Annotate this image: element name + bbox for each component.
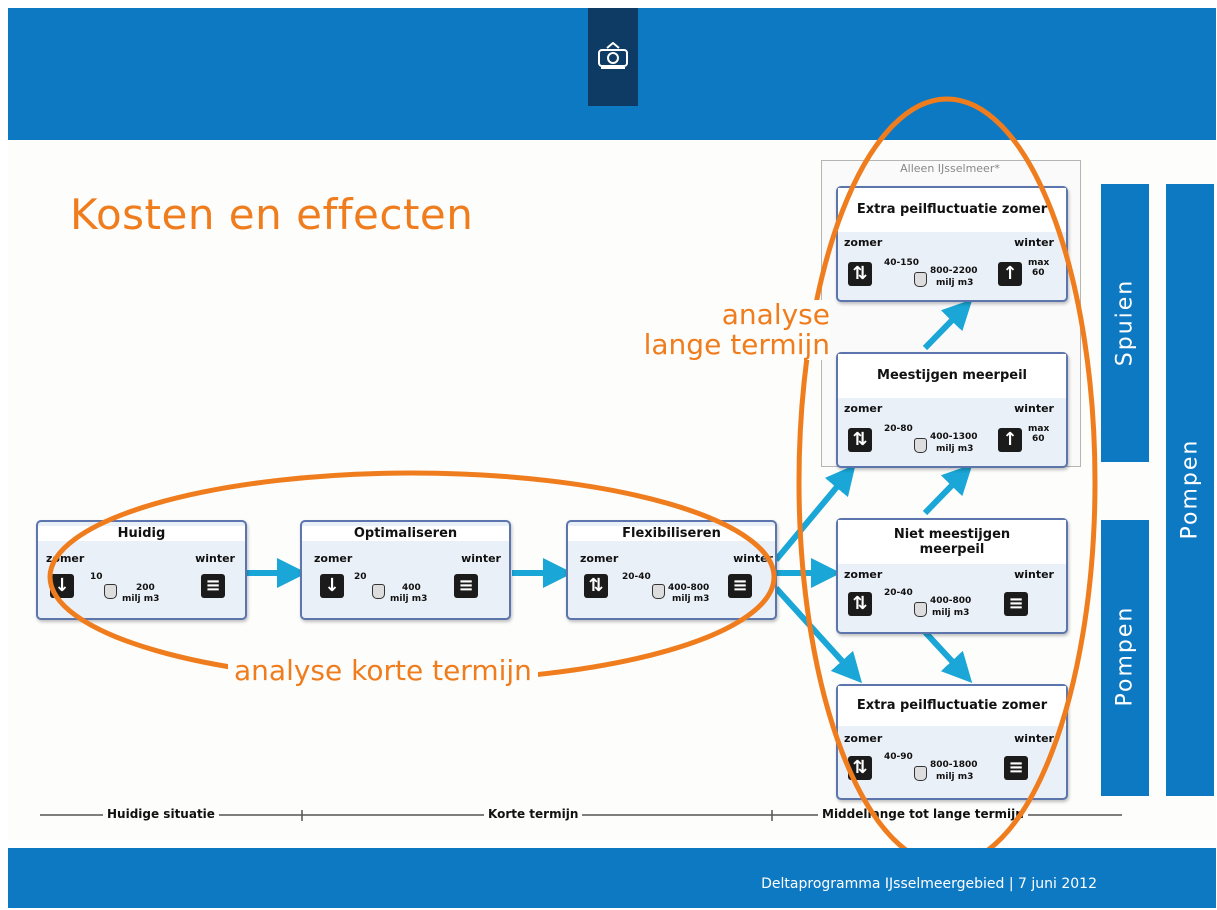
zomer-value: 40-150 bbox=[884, 258, 920, 268]
bucket-icon bbox=[914, 766, 927, 781]
long-term-annotation-line1: analyse bbox=[721, 298, 830, 331]
winter-value: 60 bbox=[1032, 268, 1045, 278]
zomer-label: zomer bbox=[314, 552, 353, 565]
zomer-value: 20 bbox=[354, 572, 367, 582]
box-title: Niet meestijgen meerpeil bbox=[838, 520, 1066, 564]
volume-value: 400-800 bbox=[930, 596, 972, 606]
level-icon: ≡ bbox=[728, 574, 752, 598]
zomer-value: 40-90 bbox=[884, 752, 913, 762]
level-icon: ≡ bbox=[201, 574, 225, 598]
box-title-line1: Niet meestijgen bbox=[893, 527, 1011, 542]
level-icon: ≡ bbox=[454, 574, 478, 598]
scenario-box-extra-peilfluctuatie-bottom: Extra peilfluctuatie zomer zomer winter … bbox=[836, 684, 1068, 800]
short-term-annotation: analyse korte termijn bbox=[228, 656, 538, 686]
down-arrow-icon: ↓ bbox=[320, 574, 344, 598]
up-arrow-icon: ↑ bbox=[998, 262, 1022, 286]
box-title-line2: meerpeil bbox=[919, 542, 985, 557]
volume-unit: milj m3 bbox=[122, 594, 160, 604]
up-down-arrow-icon: ⇅ bbox=[584, 574, 608, 598]
footer-bar bbox=[8, 848, 1216, 908]
up-down-arrow-icon: ⇅ bbox=[848, 428, 872, 452]
crest-logo bbox=[588, 8, 638, 106]
zomer-label: zomer bbox=[844, 568, 883, 581]
long-term-annotation-line2: lange termijn bbox=[643, 328, 830, 361]
winter-label: winter bbox=[461, 552, 501, 565]
volume-value: 400 bbox=[402, 583, 421, 593]
box-title: Extra peilfluctuatie zomer bbox=[838, 188, 1066, 232]
bucket-icon bbox=[104, 584, 117, 599]
down-arrow-icon: ↓ bbox=[50, 574, 74, 598]
box-title: Flexibiliseren bbox=[568, 526, 775, 541]
zomer-label: zomer bbox=[844, 236, 883, 249]
arrow-niet-meestijgen bbox=[922, 464, 973, 516]
winter-label: winter bbox=[195, 552, 235, 565]
volume-unit: milj m3 bbox=[672, 594, 710, 604]
volume-unit: milj m3 bbox=[390, 594, 428, 604]
zomer-value: 20-80 bbox=[884, 424, 913, 434]
up-arrow-icon: ↑ bbox=[998, 428, 1022, 452]
level-icon: ≡ bbox=[1004, 756, 1028, 780]
slide-title: Kosten en effecten bbox=[70, 190, 474, 239]
winter-value: 60 bbox=[1032, 434, 1045, 444]
winter-label: winter bbox=[1014, 568, 1054, 581]
volume-value: 400-800 bbox=[668, 583, 710, 593]
group-label: Alleen IJsselmeer* bbox=[900, 162, 1000, 175]
winter-value-max: max bbox=[1028, 258, 1050, 268]
zomer-label: zomer bbox=[844, 732, 883, 745]
winter-label: winter bbox=[1014, 402, 1054, 415]
zomer-label: zomer bbox=[580, 552, 619, 565]
short-term-ellipse bbox=[47, 470, 777, 684]
arrow-niet-extra-bottom bbox=[922, 629, 973, 684]
bucket-icon bbox=[914, 602, 927, 617]
long-term-ellipse bbox=[796, 96, 1098, 868]
scenario-box-optimaliseren: Optimaliseren zomer winter ↓ 20 400 milj… bbox=[300, 520, 511, 620]
zomer-label: zomer bbox=[844, 402, 883, 415]
box-title: Optimaliseren bbox=[302, 526, 509, 541]
footer-text: Deltaprogramma IJsselmeergebied | 7 juni… bbox=[761, 876, 1097, 892]
winter-label: winter bbox=[1014, 236, 1054, 249]
arrow-flex-meestijgen bbox=[773, 464, 856, 562]
coat-of-arms-icon bbox=[598, 42, 628, 69]
arrow-flex-extra-bottom bbox=[773, 585, 863, 684]
timeline-short-label: Korte termijn bbox=[484, 807, 583, 821]
bucket-icon bbox=[652, 584, 665, 599]
timeline-current-label: Huidige situatie bbox=[103, 807, 219, 821]
pompen-short-bar bbox=[1101, 520, 1149, 796]
bucket-icon bbox=[372, 584, 385, 599]
winter-label: winter bbox=[1014, 732, 1054, 745]
box-title: Meestijgen meerpeil bbox=[838, 354, 1066, 398]
winter-value-max: max bbox=[1028, 424, 1050, 434]
spuien-bar bbox=[1101, 184, 1149, 462]
long-term-annotation: analyse lange termijn bbox=[618, 300, 830, 360]
level-icon: ≡ bbox=[1004, 592, 1028, 616]
scenario-box-meestijgen-meerpeil: Meestijgen meerpeil zomer winter ⇅ 20-80… bbox=[836, 352, 1068, 468]
arrow-meestijgen-extra-top bbox=[922, 299, 973, 351]
box-title: Extra peilfluctuatie zomer bbox=[838, 686, 1066, 726]
volume-value: 400-1300 bbox=[930, 432, 978, 442]
zomer-value: 20-40 bbox=[622, 572, 651, 582]
scenario-box-flexibiliseren: Flexibiliseren zomer winter ⇅ 20-40 400-… bbox=[566, 520, 777, 620]
up-down-arrow-icon: ⇅ bbox=[848, 592, 872, 616]
zomer-value: 20-40 bbox=[884, 588, 913, 598]
bucket-icon bbox=[914, 272, 927, 287]
volume-unit: milj m3 bbox=[936, 444, 974, 454]
volume-value: 800-1800 bbox=[930, 760, 978, 770]
scenario-box-niet-meestijgen-meerpeil: Niet meestijgen meerpeil zomer winter ⇅ … bbox=[836, 518, 1068, 634]
volume-value: 800-2200 bbox=[930, 266, 978, 276]
scenario-box-extra-peilfluctuatie-top: Extra peilfluctuatie zomer zomer winter … bbox=[836, 186, 1068, 302]
volume-unit: milj m3 bbox=[936, 772, 974, 782]
volume-value: 200 bbox=[136, 583, 155, 593]
volume-unit: milj m3 bbox=[936, 278, 974, 288]
pompen-tall-bar bbox=[1166, 184, 1214, 796]
volume-unit: milj m3 bbox=[932, 608, 970, 618]
bucket-icon bbox=[914, 438, 927, 453]
up-down-arrow-icon: ⇅ bbox=[848, 262, 872, 286]
zomer-value: 10 bbox=[90, 572, 103, 582]
